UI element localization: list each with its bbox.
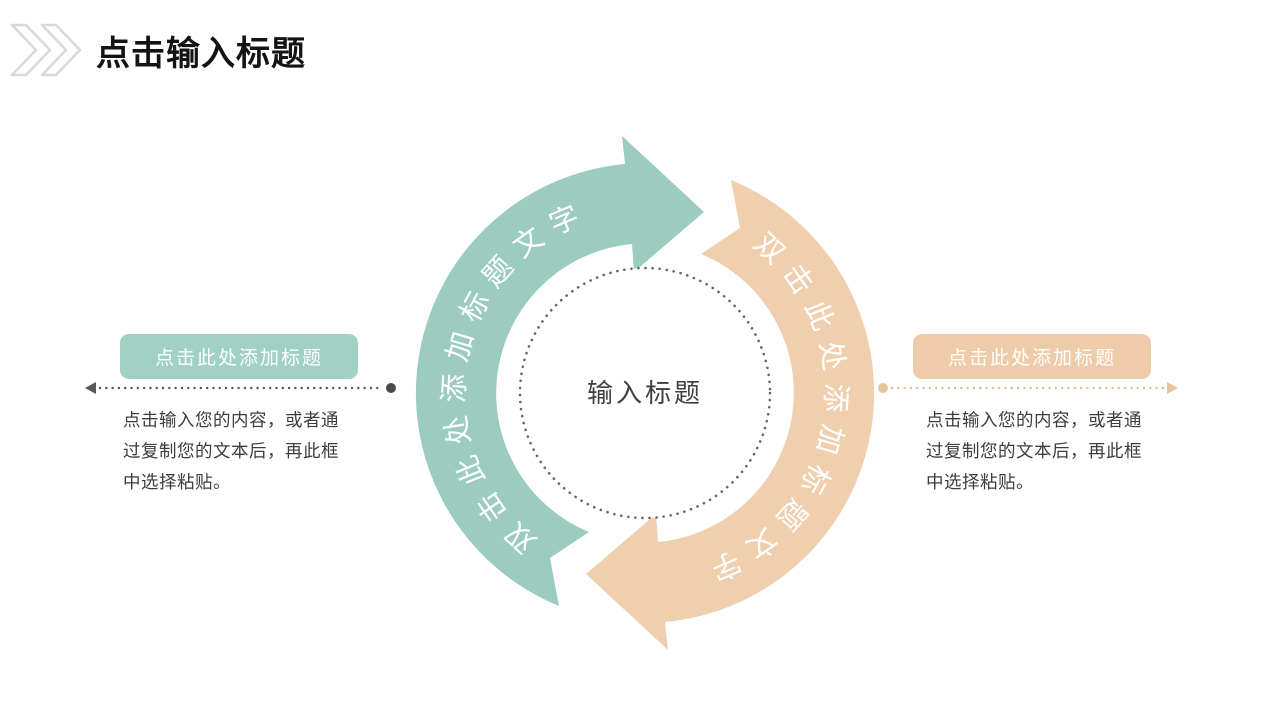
right-endpoint-dot	[878, 383, 888, 393]
left-heading-box[interactable]: 点击此处添加标题	[120, 334, 358, 379]
left-endpoint-dot	[386, 383, 396, 393]
page-title[interactable]: 点击输入标题	[96, 34, 306, 73]
right-dotted-connector	[878, 382, 1178, 394]
double-chevron-icon	[10, 23, 82, 77]
slide-header: 点击输入标题	[10, 22, 306, 78]
peach-cycle-arrow[interactable]	[586, 180, 875, 650]
right-heading-box[interactable]: 点击此处添加标题	[913, 334, 1151, 379]
left-dotted-connector	[85, 382, 396, 394]
teal-cycle-arrow[interactable]	[415, 136, 704, 606]
right-body-text[interactable]: 点击输入您的内容，或者通过复制您的文本后，再此框中选择粘贴。	[926, 410, 1142, 492]
right-arrowhead-icon	[1167, 382, 1178, 394]
left-body-text[interactable]: 点击输入您的内容，或者通过复制您的文本后，再此框中选择粘贴。	[123, 410, 339, 492]
left-arrowhead-icon	[85, 382, 96, 394]
right-heading-label: 点击此处添加标题	[947, 348, 1116, 369]
center-dotted-circle[interactable]	[518, 266, 772, 520]
left-heading-label: 点击此处添加标题	[154, 348, 323, 369]
center-title[interactable]: 输入标题	[587, 378, 703, 408]
